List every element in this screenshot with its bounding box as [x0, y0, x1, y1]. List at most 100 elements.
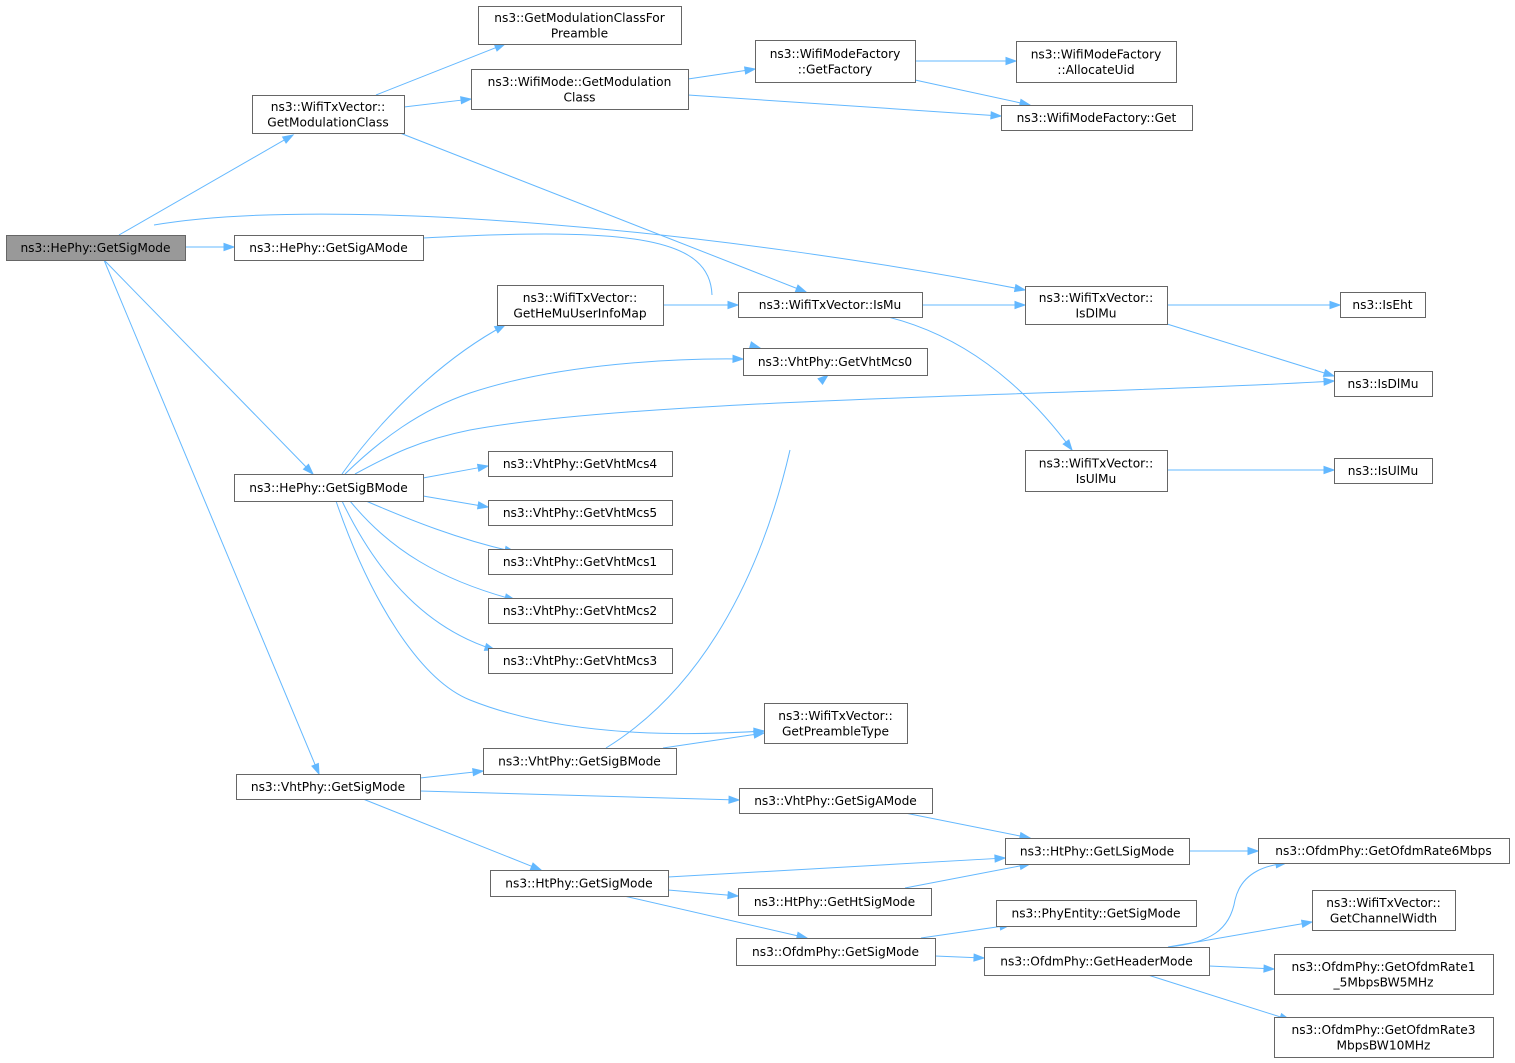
- node-label: ns3::VhtPhy::GetSigMode: [251, 780, 405, 794]
- edge-lsig-to-rate6: [1189, 846, 1260, 856]
- node-box: [1274, 954, 1494, 995]
- node-box: [738, 292, 923, 318]
- node-txisulmu[interactable]: ns3::WifiTxVector::IsUlMu: [1025, 450, 1168, 492]
- node-label: GetPreambleType: [782, 724, 889, 738]
- node-label: ns3::VhtPhy::GetSigAMode: [754, 794, 917, 808]
- node-htsigmode[interactable]: ns3::HtPhy::GetHtSigMode: [738, 888, 932, 916]
- edge-htsig-to-htsigmode: [667, 889, 740, 900]
- edge-vhtsiga-to-lsig: [904, 812, 1032, 841]
- node-label: IsDlMu: [1076, 306, 1117, 320]
- node-label: ns3::WifiTxVector::IsMu: [759, 298, 902, 312]
- node-label: IsUlMu: [1076, 472, 1117, 486]
- node-vhtmcs2[interactable]: ns3::VhtPhy::GetVhtMcs2: [488, 598, 673, 624]
- node-label: ns3::PhyEntity::GetSigMode: [1011, 907, 1180, 921]
- node-label: Class: [563, 90, 595, 104]
- node-box: [1340, 292, 1426, 318]
- node-label: ::GetFactory: [798, 62, 872, 76]
- node-iseht[interactable]: ns3::IsEht: [1340, 292, 1426, 318]
- edge-sigbmode-to-vhtmcs5: [422, 495, 490, 510]
- node-box: [497, 285, 664, 326]
- node-box: [1258, 838, 1510, 864]
- node-label: ns3::VhtPhy::GetSigBMode: [498, 755, 661, 769]
- node-label: ns3::GetModulationClassFor: [494, 11, 665, 25]
- node-vhtmcs3[interactable]: ns3::VhtPhy::GetVhtMcs3: [488, 648, 673, 674]
- edge-sigbmode-to-hemumap: [341, 324, 507, 475]
- node-label: _5MbpsBW5MHz: [1333, 975, 1434, 989]
- node-header[interactable]: ns3::OfdmPhy::GetHeaderMode: [984, 947, 1210, 976]
- node-box: [1001, 105, 1193, 131]
- node-hesig[interactable]: ns3::HePhy::GetSigMode: [6, 235, 186, 261]
- edge-hesig-to-sigamode: [185, 242, 236, 252]
- node-vhtsiga[interactable]: ns3::VhtPhy::GetSigAMode: [739, 788, 933, 814]
- node-label: ns3::IsDlMu: [1348, 377, 1419, 391]
- edge-txisdlmu-to-isdlmu: [1166, 323, 1336, 377]
- node-vhtmcs4[interactable]: ns3::VhtPhy::GetVhtMcs4: [488, 451, 673, 477]
- node-vhtmcs5[interactable]: ns3::VhtPhy::GetVhtMcs5: [488, 500, 673, 526]
- node-isulmu[interactable]: ns3::IsUlMu: [1334, 458, 1433, 484]
- edge-sigbmode-to-vhtmcs0: [344, 354, 745, 475]
- node-box: [488, 598, 673, 624]
- node-box: [488, 648, 673, 674]
- node-label: ns3::HePhy::GetSigAMode: [249, 241, 407, 255]
- node-vhtmcs1[interactable]: ns3::VhtPhy::GetVhtMcs1: [488, 549, 673, 575]
- node-box: [1005, 838, 1190, 865]
- node-alloc[interactable]: ns3::WifiModeFactory::AllocateUid: [1016, 41, 1177, 83]
- node-label: GetHeMuUserInfoMap: [513, 306, 646, 320]
- node-label: ns3::WifiModeFactory: [770, 47, 901, 61]
- node-label: ns3::VhtPhy::GetVhtMcs4: [503, 457, 658, 471]
- node-label: ns3::VhtPhy::GetVhtMcs2: [503, 604, 657, 618]
- edge-factget-to-alloc: [915, 56, 1018, 66]
- node-isdlmu[interactable]: ns3::IsDlMu: [1334, 371, 1433, 397]
- node-label: ns3::VhtPhy::GetVhtMcs0: [758, 355, 912, 369]
- node-box: [488, 549, 673, 575]
- edge-sigbmode-to-isdlmu: [354, 377, 1336, 475]
- node-label: ns3::IsEht: [1352, 298, 1412, 312]
- node-label: ::AllocateUid: [1057, 63, 1134, 77]
- node-label: ns3::OfdmPhy::GetOfdmRate6Mbps: [1275, 844, 1491, 858]
- node-hemumap[interactable]: ns3::WifiTxVector::GetHeMuUserInfoMap: [497, 285, 664, 326]
- node-label: ns3::OfdmPhy::GetOfdmRate1: [1291, 960, 1475, 974]
- node-vhtsigb[interactable]: ns3::VhtPhy::GetSigBMode: [483, 748, 677, 775]
- node-vhtsig[interactable]: ns3::VhtPhy::GetSigMode: [236, 774, 421, 800]
- node-ismu[interactable]: ns3::WifiTxVector::IsMu: [738, 292, 923, 318]
- node-box: [738, 888, 932, 916]
- edge-vhtsigb-to-vhtmcs0: [605, 374, 830, 749]
- edge-header-to-rate15: [1208, 964, 1276, 973]
- edge-htsig-to-lsig: [667, 854, 1007, 878]
- node-box: [234, 235, 424, 261]
- node-lsig[interactable]: ns3::HtPhy::GetLSigMode: [1005, 838, 1190, 865]
- node-txisdlmu[interactable]: ns3::WifiTxVector::IsDlMu: [1025, 286, 1168, 325]
- node-box: [755, 40, 916, 83]
- edge-hesig-to-vhtsig: [103, 259, 320, 776]
- node-htsig[interactable]: ns3::HtPhy::GetSigMode: [490, 870, 669, 897]
- node-ofdmsig[interactable]: ns3::OfdmPhy::GetSigMode: [736, 938, 936, 966]
- edge-vhtsig-to-htsig: [362, 798, 543, 871]
- node-modegetmod[interactable]: ns3::WifiMode::GetModulationClass: [471, 69, 689, 110]
- node-rate6[interactable]: ns3::OfdmPhy::GetOfdmRate6Mbps: [1258, 838, 1510, 864]
- node-sigbmode[interactable]: ns3::HePhy::GetSigBMode: [234, 474, 424, 502]
- edge-htsigmode-to-lsig: [904, 861, 1032, 889]
- node-txgetmod[interactable]: ns3::WifiTxVector::GetModulationClass: [252, 95, 405, 134]
- node-rate15[interactable]: ns3::OfdmPhy::GetOfdmRate1_5MbpsBW5MHz: [1274, 954, 1494, 995]
- node-label: ns3::VhtPhy::GetVhtMcs5: [503, 506, 657, 520]
- node-factoryget[interactable]: ns3::WifiModeFactory::Get: [1001, 105, 1193, 131]
- node-chwidth[interactable]: ns3::WifiTxVector::GetChannelWidth: [1312, 890, 1456, 931]
- edge-modegetmod-to-factoryget: [687, 94, 1003, 120]
- node-box: [736, 938, 936, 966]
- node-factget[interactable]: ns3::WifiModeFactory::GetFactory: [755, 40, 916, 83]
- node-physig[interactable]: ns3::PhyEntity::GetSigMode: [996, 900, 1197, 927]
- node-label: ns3::WifiTxVector::: [271, 100, 385, 114]
- node-label: ns3::OfdmPhy::GetHeaderMode: [1000, 955, 1192, 969]
- node-box: [1016, 41, 1177, 83]
- node-vhtmcs0[interactable]: ns3::VhtPhy::GetVhtMcs0: [743, 348, 928, 376]
- edge-modegetmod-to-factget: [687, 66, 757, 80]
- edge-hesig-to-txgetmod: [118, 134, 295, 236]
- node-label: ns3::WifiTxVector::: [1039, 456, 1153, 470]
- node-label: ns3::VhtPhy::GetVhtMcs3: [503, 654, 657, 668]
- node-sigamode[interactable]: ns3::HePhy::GetSigAMode: [234, 235, 424, 261]
- node-pretype[interactable]: ns3::WifiTxVector::GetPreambleType: [764, 703, 908, 744]
- node-box: [1025, 450, 1168, 492]
- node-box: [488, 500, 673, 526]
